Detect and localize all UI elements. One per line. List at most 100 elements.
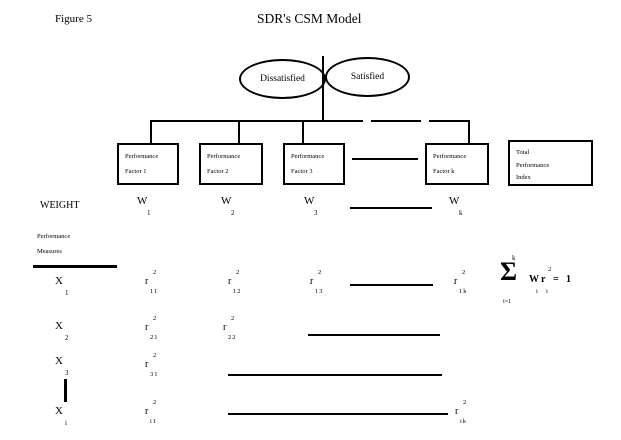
ellipsis-line-row4 [228,413,448,415]
r-squared-21-base: r [145,322,149,333]
dissatisfied-ellipse: Dissatisfied [239,59,326,99]
sigma-icon: Σ [500,257,517,286]
r-squared-12-base: r [228,276,232,287]
center-stem-line [322,56,324,122]
formula-w-base: W [529,274,539,285]
weight-wk-base: W [449,195,460,207]
r-squared-13-subscript: 13 [315,288,324,295]
page-title: SDR's CSM Model [257,11,362,26]
measures-heading-underline [33,265,117,268]
row-continuation-bar [64,379,67,402]
r-squared-11: r 2 11 [145,269,157,294]
r-squared-1k: r 2 1k [454,269,467,294]
figure-label: Figure 5 [55,13,92,25]
measure-x1-subscript: 1 [65,289,69,297]
r-squared-22-base: r [223,322,227,333]
weight-w1-base: W [137,195,148,207]
factor3-line1: Performance [291,153,325,160]
r-squared-13-superscript: 2 [318,269,322,276]
r-squared-ik-base: r [455,406,459,417]
measure-xi-subscript: i [65,419,67,427]
weight-row-label: WEIGHT [40,200,80,211]
formula-r-subscript: i [546,288,548,295]
satisfied-ellipse: Satisfied [325,57,410,97]
measure-xi-base: X [55,405,63,417]
connector-line-segment3 [429,120,470,122]
factork-line2: Factor k [433,167,455,175]
factor3-line2: Factor 3 [291,167,313,175]
r-squared-13-base: r [310,276,314,287]
factor2-line1: Performance [207,153,241,160]
formula-r-base: r [541,274,546,285]
dissatisfied-label: Dissatisfied [260,74,305,84]
r-squared-31-superscript: 2 [153,352,157,359]
r-squared-12: r 2 12 [228,269,241,294]
ellipsis-line-row3 [228,374,442,376]
r-squared-12-subscript: 12 [233,288,242,295]
measure-x2: X 2 [55,320,69,342]
weight-wk-subscript: k [459,209,463,217]
weight-w3-base: W [304,195,315,207]
factor2-line2: Factor 2 [207,167,229,175]
r-squared-22-subscript: 22 [228,334,237,341]
weight-w2-base: W [221,195,232,207]
r-squared-i1: r 2 i1 [145,399,156,424]
r-squared-21-subscript: 21 [150,334,159,341]
total-box-line1: Total [516,149,530,156]
measure-x2-base: X [55,320,63,332]
r-squared-ik-superscript: 2 [463,399,467,406]
r-squared-11-subscript: 11 [150,288,159,295]
total-performance-index-box: Total Performance Index [508,140,593,186]
measure-x1: X 1 [55,275,69,297]
factor3-box: Performance Factor 3 [283,143,345,185]
r-squared-i1-superscript: 2 [153,399,157,406]
weight-w3: W 3 [304,195,318,217]
measure-x3-subscript: 3 [65,369,69,377]
r-squared-21-superscript: 2 [153,315,157,322]
weight-w2: W 2 [221,195,235,217]
r-squared-1k-superscript: 2 [462,269,466,276]
r-squared-ik: r 2 ik [455,399,466,424]
total-box-line2: Performance [516,161,550,169]
formula-r-superscript: 2 [548,266,552,273]
r-squared-31-base: r [145,359,149,370]
r-squared-13: r 2 13 [310,269,323,294]
measure-xi: X i [55,405,67,427]
measure-x3: X 3 [55,355,69,377]
r-squared-i1-subscript: i1 [150,418,158,425]
summation-formula: k Σ i=1 W i r 2 i = 1 [500,253,600,313]
ellipsis-line-row2 [308,334,440,336]
r-squared-31-subscript: 31 [150,371,159,378]
factor1-line1: Performance [125,153,159,160]
r-squared-31: r 2 31 [145,352,158,377]
total-box-line3: Index [516,174,531,181]
measure-x1-base: X [55,275,63,287]
measures-heading-line1: Performance [37,233,71,240]
drop-line-factork [468,120,470,144]
r-squared-22-superscript: 2 [231,315,235,322]
formula-equals-sign: = [553,274,559,285]
weight-w1-subscript: 1 [147,209,151,217]
measure-x3-base: X [55,355,63,367]
drop-line-factor2 [238,120,240,144]
sum-lower-limit: i=1 [503,299,512,305]
measure-x2-subscript: 2 [65,334,69,342]
r-squared-1k-base: r [454,276,458,287]
satisfied-label: Satisfied [350,72,385,82]
connector-line-segment2 [371,120,421,122]
measures-heading-line2: Measures [37,248,62,255]
r-squared-22: r 2 22 [223,315,236,340]
weight-w2-subscript: 2 [231,209,235,217]
ellipsis-line-weights [350,207,432,209]
r-squared-ik-subscript: ik [460,418,468,425]
ellipsis-line-factors [352,158,418,160]
factor1-box: Performance Factor 1 [117,143,179,185]
r-squared-11-base: r [145,276,149,287]
factor1-line2: Factor 1 [125,167,147,175]
formula-result: 1 [566,274,571,285]
r-squared-21: r 2 21 [145,315,158,340]
weight-w3-subscript: 3 [314,209,318,217]
drop-line-factor1 [150,120,152,144]
weight-wk: W k [449,195,463,217]
